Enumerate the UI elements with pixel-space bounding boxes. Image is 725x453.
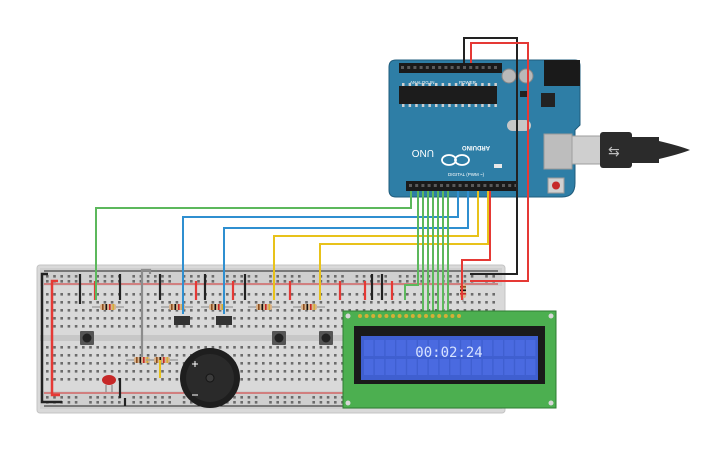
atmega-chip [399,86,497,104]
arduino-brand-label: ARDUINO [462,144,490,150]
lcd-display-text: 00:02:24 [415,345,482,361]
rail-jumpers [40,268,394,406]
push-button[interactable] [319,331,333,345]
slide-switches [174,316,232,325]
chip-pins [402,83,497,107]
analog-header-label: ANALOG IN [410,80,435,85]
push-button[interactable] [272,331,286,345]
usb-cable: ⇆ [571,132,690,168]
led[interactable] [102,375,116,392]
crystal [507,120,531,131]
header-pins [401,66,518,187]
signal-wires [95,191,491,378]
buzzer[interactable] [180,348,240,408]
capacitor [501,68,517,84]
resistor[interactable] [293,304,325,310]
power-jack [544,60,580,86]
digital-header [406,181,518,191]
arduino-model-label: UNO [412,147,434,158]
usb-icon: ⇆ [608,143,620,159]
slide-switch[interactable] [216,316,232,325]
capacitor [518,68,534,84]
lcd-module[interactable]: 00:02:24 [342,310,557,409]
lcd-cells [364,340,536,375]
voltage-regulator [541,93,555,107]
slide-switch[interactable] [174,316,190,325]
push-buttons [80,331,333,345]
usb-port [543,133,573,170]
resistor[interactable] [201,304,233,310]
power-header-label: POWER [459,80,477,85]
push-button[interactable] [80,331,94,345]
arduino-power-wires [463,37,529,282]
digital-header-label: DIGITAL (PWM ~) [448,172,485,177]
arduino-uno-board[interactable]: ANALOG IN POWER DIGITAL (PWM ~) ARDUINO … [388,59,581,198]
resistor[interactable] [248,304,280,310]
arduino-logo [441,154,470,166]
resistor[interactable] [92,304,124,310]
lcd-pins [358,314,461,318]
analog-power-header [399,63,502,73]
